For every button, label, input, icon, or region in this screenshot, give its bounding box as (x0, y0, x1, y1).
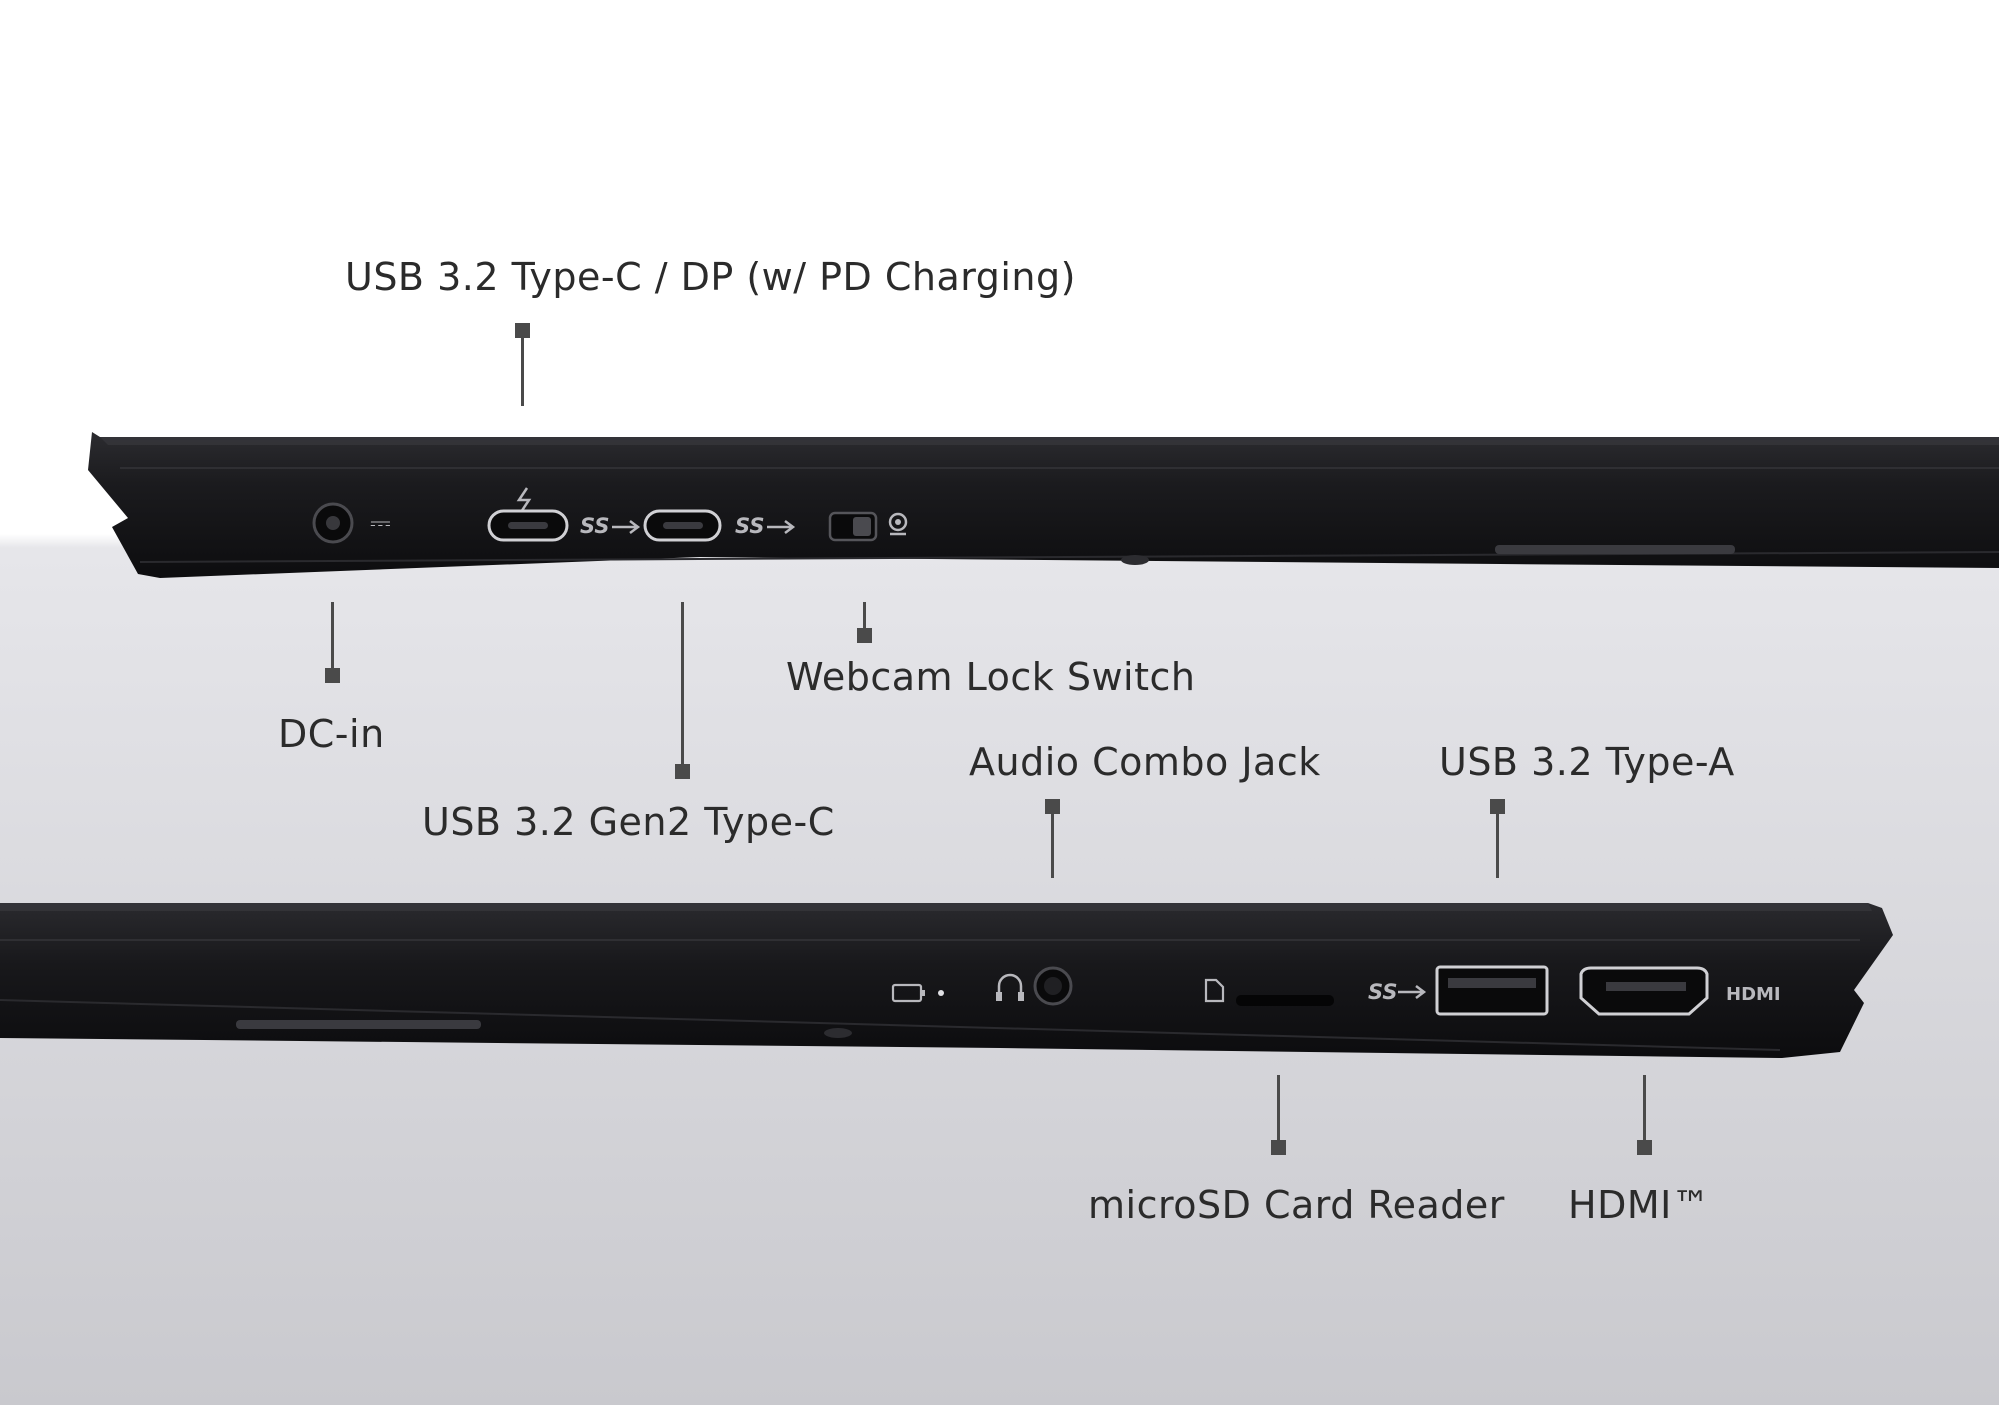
label-usb-type-a: USB 3.2 Type-A (1439, 740, 1735, 784)
leader-line (681, 602, 684, 767)
leader-dot (1271, 1140, 1286, 1155)
webcam-lock-switch (828, 511, 908, 542)
webcam-icon (888, 512, 908, 532)
usb-type-a-port: SS (1368, 965, 1549, 1016)
superspeed-usb-icon: SS (735, 514, 765, 538)
leader-line (1496, 806, 1499, 878)
leader-line (521, 330, 524, 406)
label-usb-c-dp: USB 3.2 Type-C / DP (w/ PD Charging) (345, 255, 1076, 299)
leader-line (1643, 1075, 1646, 1145)
usb-c-dp-port: SS (487, 487, 641, 542)
hdmi-port: HDMI (1579, 966, 1781, 1016)
leader-line (331, 602, 334, 672)
label-audio-jack: Audio Combo Jack (969, 740, 1321, 784)
vent-strip-left (1495, 545, 1735, 554)
microsd-slot (1204, 978, 1334, 1006)
superspeed-usb-icon: SS (580, 514, 610, 538)
dc-in-port: ⎓ (312, 502, 391, 544)
usb-gen2-port: SS (643, 509, 796, 542)
leader-line (863, 602, 866, 628)
label-dc-in: DC-in (278, 712, 385, 756)
headset-icon (997, 973, 1023, 996)
sd-card-icon (1204, 978, 1225, 1003)
laptop-right-side: SS HDMI (0, 903, 1893, 1058)
label-webcam-switch: Webcam Lock Switch (786, 655, 1196, 699)
dc-symbol-icon: ⎓ (370, 508, 391, 538)
leader-dot (325, 668, 340, 683)
leader-line (1051, 806, 1054, 878)
battery-led (891, 983, 944, 1003)
label-hdmi: HDMI™ (1568, 1183, 1711, 1227)
audio-combo-jack (996, 966, 1073, 1006)
leader-dot (857, 628, 872, 643)
label-usb-gen2: USB 3.2 Gen2 Type-C (422, 800, 835, 844)
leader-dot (1637, 1140, 1652, 1155)
hdmi-logo-icon: HDMI (1726, 984, 1781, 1005)
label-microsd: microSD Card Reader (1088, 1183, 1505, 1227)
superspeed-usb-icon: SS (1368, 980, 1398, 1004)
leader-dot (675, 764, 690, 779)
charging-icon (516, 487, 532, 513)
laptop-left-side: ⎓ SS SS (88, 432, 1999, 578)
leader-line (1277, 1075, 1280, 1145)
vent-strip-right (236, 1020, 481, 1029)
